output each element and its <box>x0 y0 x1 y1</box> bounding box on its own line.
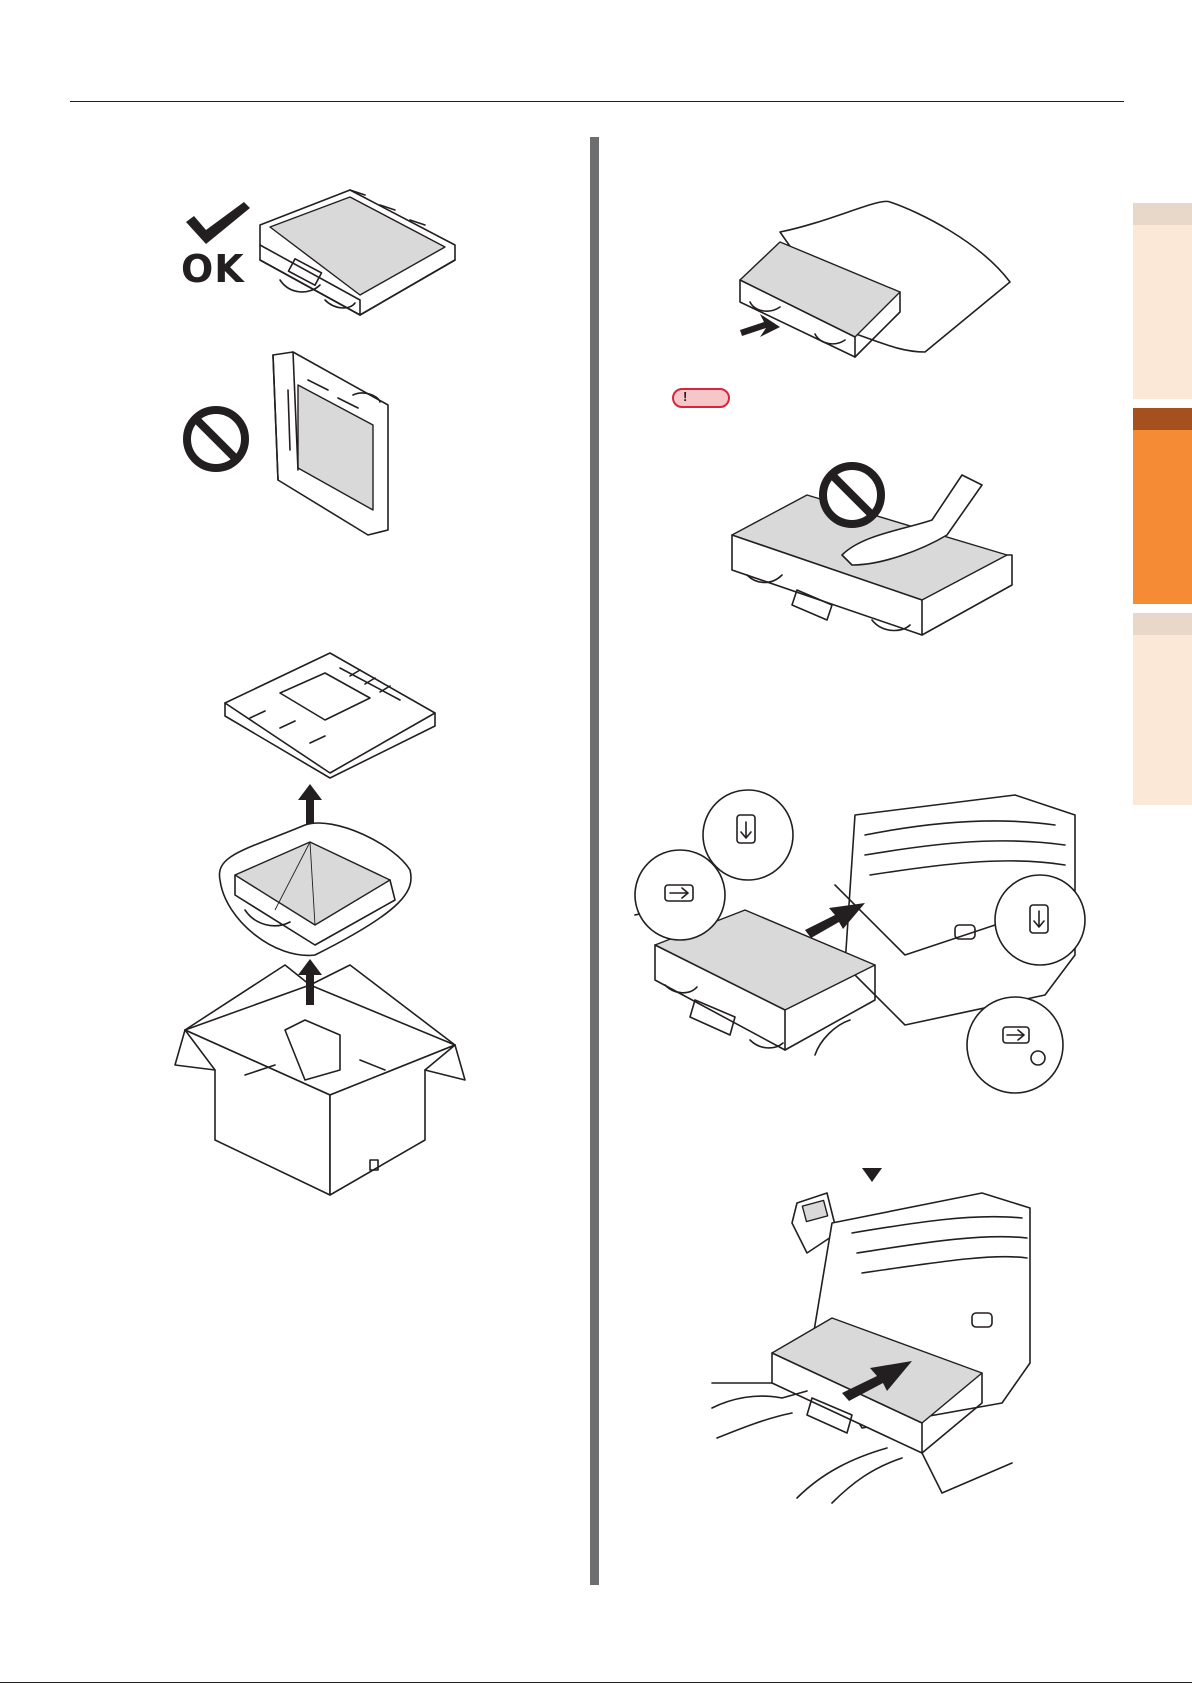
belt-in-bag-illustration <box>215 820 415 960</box>
side-tab-3[interactable] <box>1133 613 1192 805</box>
ok-label: OK <box>181 247 245 291</box>
belt-insert-into-printer-illustration <box>712 1193 1042 1503</box>
side-tab-1[interactable] <box>1133 203 1192 399</box>
footer-rule <box>0 1682 1192 1683</box>
column-divider <box>590 137 599 1585</box>
open-box-illustration <box>175 970 465 1200</box>
belt-installation-illustration <box>635 795 1105 1155</box>
side-tab-2-active[interactable] <box>1133 408 1192 604</box>
down-triangle-icon <box>862 1168 882 1182</box>
note-badge-icon: ! <box>672 388 730 408</box>
prohibited-icon <box>180 403 252 475</box>
belt-unit-correct-illustration <box>250 185 460 325</box>
belt-unit-upright-illustration <box>268 350 418 535</box>
check-mark-icon <box>184 200 254 250</box>
belt-removal-from-bag-illustration <box>730 202 1020 372</box>
do-not-touch-belt-illustration <box>722 455 1022 665</box>
header-rule <box>70 101 1124 102</box>
packing-insert-illustration <box>220 648 440 778</box>
note-exclamation: ! <box>683 389 687 404</box>
